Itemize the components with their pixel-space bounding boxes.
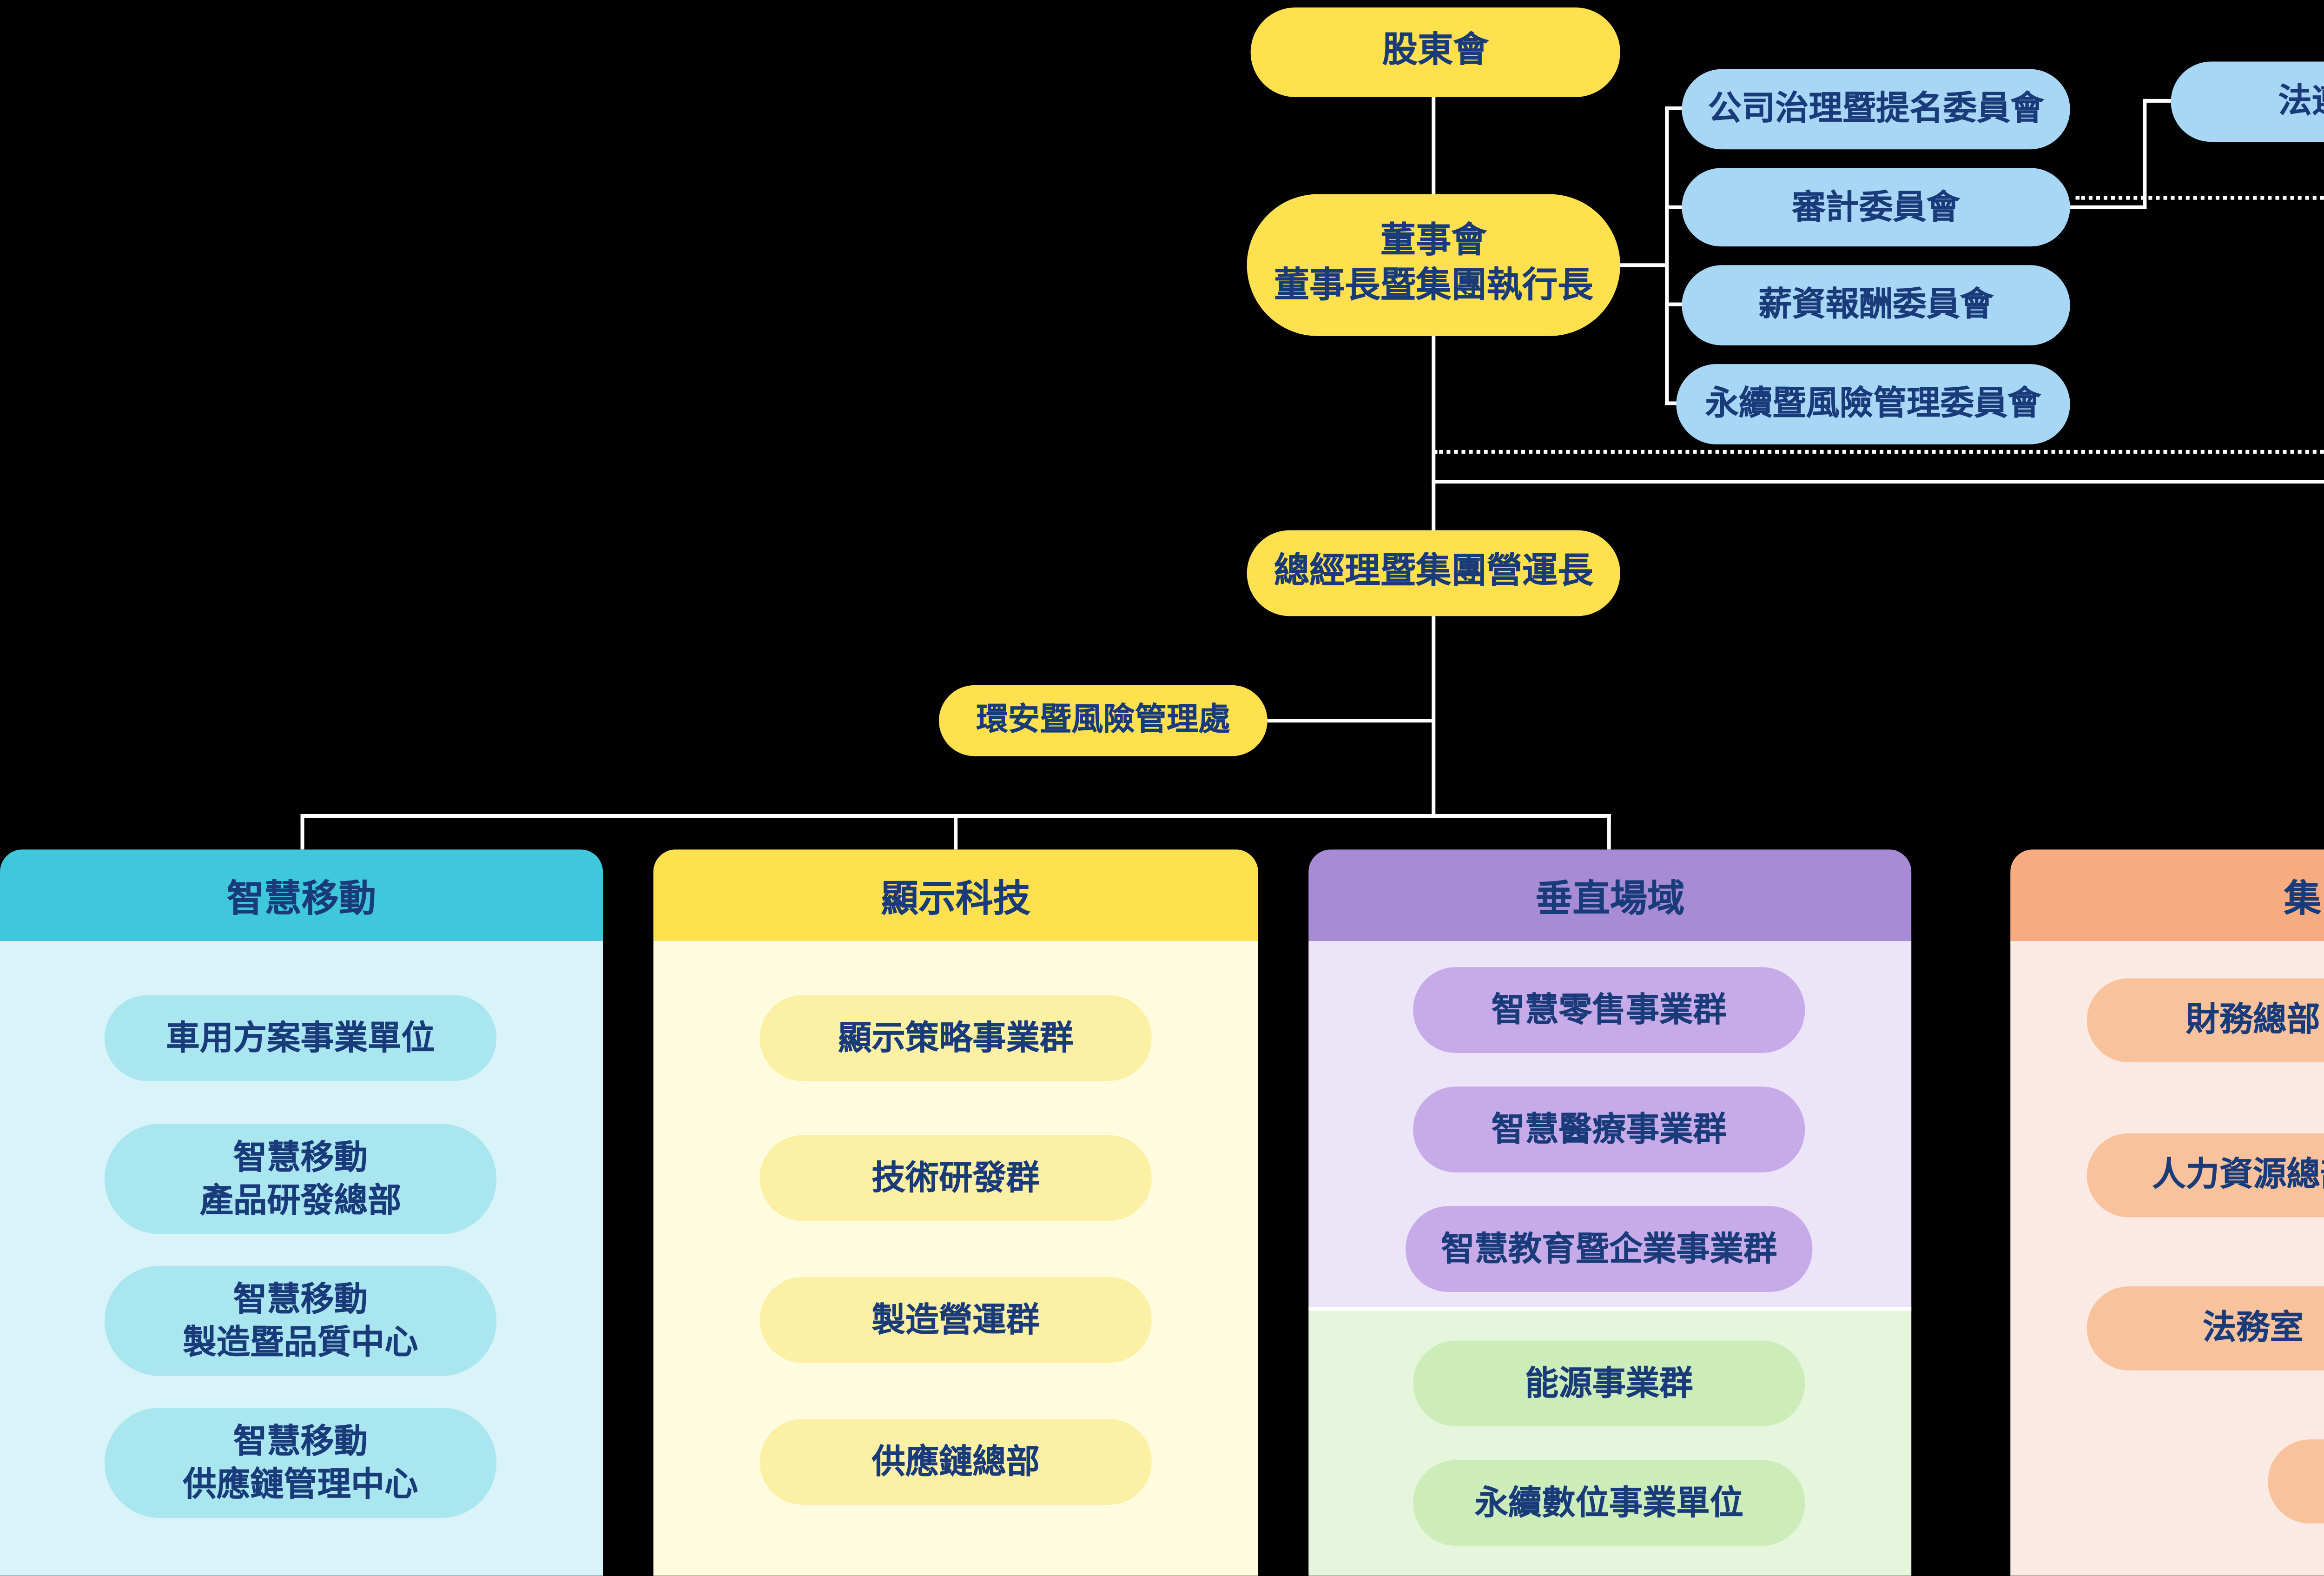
group-operations-support-header: 集團營運支援單位 xyxy=(2010,849,2324,941)
connector-ehs xyxy=(1267,719,1434,723)
unit-label-line2: 產品研發總部 xyxy=(199,1181,402,1218)
unit-label-line1: 智慧移動 xyxy=(233,1280,368,1318)
connector-shareholders-board xyxy=(1432,97,1436,194)
connector-drop-col2 xyxy=(954,814,958,850)
connector-drop-col3 xyxy=(1607,814,1611,850)
unit-label: 財務總部 xyxy=(2185,1001,2320,1039)
committee-node-sustainability-risk: 永續暨風險管理委員會 xyxy=(1676,364,2070,444)
unit-label: 供應鏈總部 xyxy=(872,1443,1040,1480)
unit-label: 顯示策略事業群 xyxy=(838,1019,1074,1057)
committee-node-audit: 審計委員會 xyxy=(1682,168,2070,247)
unit-mfg-operations: 製造營運群 xyxy=(759,1277,1152,1363)
unit-hr-hq: 人力資源總部 xyxy=(2086,1133,2324,1218)
committee-label: 審計委員會 xyxy=(1792,188,1960,225)
unit-display-strategy: 顯示策略事業群 xyxy=(759,995,1152,1081)
group-display-tech-header: 顯示科技 xyxy=(653,849,1258,941)
connector-committee-stub-3 xyxy=(1665,302,1686,306)
dotted-audit-right-edge xyxy=(2075,196,2324,200)
unit-label-line1: 智慧移動 xyxy=(233,1139,368,1177)
committee-label: 永續暨風險管理委員會 xyxy=(1705,385,2041,423)
president-node: 總經理暨集團營運長 xyxy=(1247,530,1620,616)
board-label-line2: 董事長暨集團執行長 xyxy=(1274,267,1593,306)
dotted-compliance-to-center xyxy=(1433,450,2324,454)
group-title: 垂直場域 xyxy=(1535,879,1685,920)
unit-smart-retail: 智慧零售事業群 xyxy=(1413,967,1805,1053)
unit-legal-office: 法務室 xyxy=(2086,1286,2324,1371)
board-node: 董事會 董事長暨集團執行長 xyxy=(1247,194,1620,336)
group-title: 顯示科技 xyxy=(881,879,1030,920)
connector-committee-stub-4 xyxy=(1665,401,1686,405)
unit-smart-medical: 智慧醫療事業群 xyxy=(1413,1086,1805,1173)
ehs-risk-label: 環安暨風險管理處 xyxy=(976,702,1230,738)
unit-mobility-mfg-quality: 智慧移動 製造暨品質中心 xyxy=(104,1265,497,1376)
committee-label: 薪資報酬委員會 xyxy=(1758,286,1994,324)
connector-audit-compliance-v xyxy=(2143,99,2147,209)
unit-label: 製造營運群 xyxy=(872,1301,1040,1338)
unit-label-line1: 智慧移動 xyxy=(233,1423,368,1460)
board-label-line1: 董事會 xyxy=(1380,222,1487,262)
connector-drop-col1 xyxy=(300,814,304,850)
unit-mobility-supply-chain: 智慧移動 供應鏈管理中心 xyxy=(104,1408,497,1518)
group-smart-mobility: 智慧移動 車用方案事業單位 智慧移動 產品研發總部 智慧移動 製造暨品質中心 智… xyxy=(0,849,603,1576)
unit-finance-hq: 財務總部 xyxy=(2086,978,2324,1063)
group-operations-support: 集團營運支援單位 財務總部 數位技術發展總部 人力資源總部 永續發展總部 法務室… xyxy=(2010,849,2324,1576)
unit-energy: 能源事業群 xyxy=(1413,1340,1805,1427)
unit-supply-chain-hq: 供應鏈總部 xyxy=(759,1419,1152,1505)
unit-label: 智慧醫療事業群 xyxy=(1491,1110,1727,1148)
unit-label: 能源事業群 xyxy=(1525,1364,1693,1402)
shareholders-node: 股東會 xyxy=(1250,7,1620,97)
unit-label: 車用方案事業單位 xyxy=(166,1019,435,1057)
connector-committee-bracket xyxy=(1665,106,1669,405)
compliance-advisor-label: 法遵總顧問 xyxy=(2278,82,2324,120)
unit-mobility-product-rd: 智慧移動 產品研發總部 xyxy=(104,1124,497,1234)
unit-label: 技術研發群 xyxy=(872,1159,1040,1197)
unit-automotive-solutions: 車用方案事業單位 xyxy=(104,995,497,1081)
committee-node-compensation: 薪資報酬委員會 xyxy=(1682,265,2070,345)
ehs-risk-node: 環安暨風險管理處 xyxy=(939,685,1268,756)
group-title: 集團營運支援單位 xyxy=(2284,879,2324,920)
president-label: 總經理暨集團營運長 xyxy=(1274,553,1593,592)
unit-label: 智慧零售事業群 xyxy=(1491,991,1727,1028)
unit-label-line2: 製造暨品質中心 xyxy=(183,1323,418,1360)
unit-label: 法務室 xyxy=(2202,1309,2304,1347)
group-vertical-domains: 垂直場域 智慧零售事業群 智慧醫療事業群 智慧教育暨企業事業群 能源事業群 永續… xyxy=(1308,849,1912,1576)
unit-smart-education-enterprise: 智慧教育暨企業事業群 xyxy=(1406,1206,1813,1292)
group-smart-mobility-header: 智慧移動 xyxy=(0,849,603,941)
shareholders-label: 股東會 xyxy=(1382,32,1489,72)
unit-label: 人力資源總部 xyxy=(2152,1156,2324,1194)
compliance-advisor-node: 法遵總顧問 xyxy=(2171,61,2324,142)
group-vertical-domains-header: 垂直場域 xyxy=(1308,849,1912,941)
connector-committee-stub-2 xyxy=(1665,205,1686,209)
unit-label-line2: 供應鏈管理中心 xyxy=(183,1464,418,1502)
connector-president-drop xyxy=(1432,616,1436,816)
committee-label: 公司治理暨提名委員會 xyxy=(1708,90,2044,128)
connector-committee-stub-1 xyxy=(1665,106,1686,110)
group-display-tech: 顯示科技 顯示策略事業群 技術研發群 製造營運群 供應鏈總部 xyxy=(653,849,1258,1576)
committee-node-governance: 公司治理暨提名委員會 xyxy=(1682,69,2070,150)
unit-label: 永續數位事業單位 xyxy=(1474,1483,1743,1521)
unit-label: 智慧教育暨企業事業群 xyxy=(1441,1230,1777,1267)
connector-board-committees xyxy=(1620,263,1667,267)
unit-sustainable-digital: 永續數位事業單位 xyxy=(1413,1460,1805,1546)
connector-board-president xyxy=(1432,336,1436,530)
connector-audit-compliance-h2 xyxy=(2143,99,2171,103)
unit-tech-rd: 技術研發群 xyxy=(759,1135,1152,1221)
group-title: 智慧移動 xyxy=(226,879,376,920)
connector-branch-col4-h xyxy=(1432,480,2324,484)
connector-audit-compliance-h1 xyxy=(2070,205,2147,209)
